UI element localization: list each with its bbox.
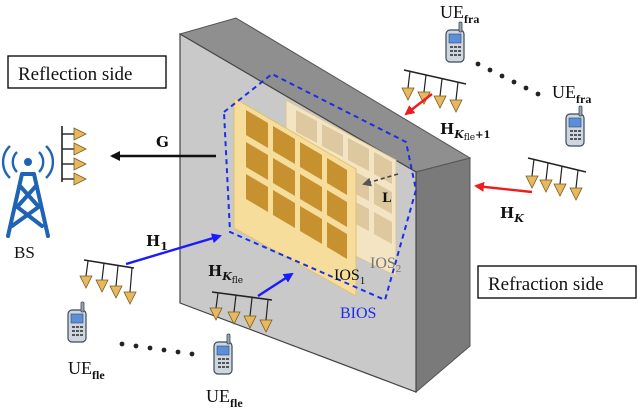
refraction-side-box: Refraction side [477,265,637,299]
h1-arrow [125,233,222,266]
ue-fra-antenna-array-bottom [525,157,587,201]
l-arrow [362,173,399,187]
wall-side-face [415,157,471,394]
base-station-icon [1,145,55,238]
g-label: G [156,133,169,151]
hkfle1-label: HKfle+1 [440,120,490,143]
refraction-side-label: Refraction side [488,274,604,295]
bios-label: BIOS [340,305,376,322]
reflection-side-box: Reflection side [7,55,167,89]
hk-label: HK [500,204,524,225]
reflection-side-label: Reflection side [18,64,133,85]
l-label: L [382,191,391,206]
phone-icon [213,333,233,375]
h1-label: H1 [146,232,168,253]
ios1-label: IOS1 [334,267,365,287]
ue-fra-label-2: UEfra [552,82,591,106]
hkfle1-arrow [404,93,433,116]
ue-fra-label-1: UEfra [440,2,479,26]
bios-outline [222,72,418,302]
ios1-panel [233,97,357,297]
bs-label: BS [14,243,35,262]
ios2-label: IOS2 [370,255,401,275]
phone-icon [445,21,465,63]
hk-arrow [474,181,533,194]
ue-fle-antenna-array-right [209,291,273,333]
phone-icon [67,301,87,343]
ue-fle-label-2: UEfle [206,386,243,410]
ue-fle-antenna-array-left [79,259,137,305]
bs-antenna-array-icon [61,126,87,186]
ue-fle-label-1: UEfle [68,358,105,382]
ue-fra-antenna-array-top [401,69,467,113]
hkfle-label: HKfle [208,262,243,286]
ellipsis-dots [119,341,195,357]
hkfle-arrow [257,272,294,298]
phone-icon [565,105,585,147]
ellipsis-dots [475,61,541,97]
